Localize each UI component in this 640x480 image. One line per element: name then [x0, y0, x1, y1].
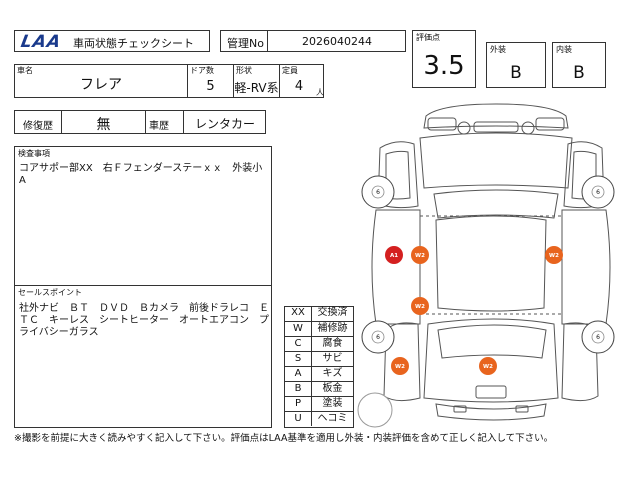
mgmt-no-value: 2026040244	[302, 35, 372, 48]
usage-history-value: レンタカー	[194, 117, 255, 131]
capacity-value: 4	[294, 79, 304, 94]
history-box: 修復歴 無 車歴 レンタカー	[14, 110, 266, 134]
legend-row: W 補修跡	[285, 321, 353, 336]
interior-label: 内装	[556, 45, 572, 54]
legend-code: U	[294, 413, 302, 424]
legend-desc: キズ	[322, 368, 343, 379]
legend-code: XX	[291, 307, 305, 318]
damage-mark-w2: W2	[549, 253, 559, 259]
legend-row: XX 交換済	[285, 306, 353, 321]
laa-logo: LAA	[19, 32, 63, 52]
tire-mark-rear-left: 6	[376, 334, 380, 341]
sales-point-label: セールスポイント	[18, 288, 82, 297]
inspection-text: コアサポー部XX 右Ｆフェンダーステーｘｘ 外装小A	[19, 163, 263, 186]
mgmt-no-label: 管理No	[227, 37, 264, 50]
score-label: 評価点	[416, 33, 440, 42]
legend-row: B 板金	[285, 381, 353, 396]
doors-label: ドア数	[190, 66, 214, 75]
footer-note: ※撮影を前提に大きく読みやすく記入して下さい。評価点はLAA基準を適用し外装・内…	[14, 433, 554, 444]
shape-label: 形状	[236, 66, 252, 75]
legend-code: C	[294, 338, 302, 349]
repair-history-label: 修復歴	[23, 121, 53, 132]
sheet-title: 車両状態チェックシート	[73, 37, 194, 50]
sales-point-text: 社外ナビ ＢＴ ＤＶＤ Ｂカメラ 前後ドラレコ ＥＴＣ キーレス シートヒーター…	[19, 303, 269, 338]
exterior-label: 外装	[490, 45, 506, 54]
legend-desc: 腐食	[322, 338, 343, 349]
damage-mark-w2: W2	[415, 304, 425, 310]
legend-desc: ヘコミ	[317, 413, 348, 424]
legend-row: C 腐食	[285, 336, 353, 351]
damage-mark-w2: W2	[395, 364, 405, 370]
car-name-value: フレア	[80, 77, 122, 93]
legend-desc: 補修跡	[317, 323, 348, 334]
exterior-value: B	[510, 63, 522, 83]
inspection-label: 検査事項	[18, 149, 50, 158]
car-name-label: 車名	[17, 66, 33, 75]
legend-code: P	[294, 398, 302, 409]
doors-value: 5	[206, 79, 215, 94]
legend-desc: 塗装	[322, 398, 343, 409]
tire-mark-front-right: 6	[596, 189, 600, 196]
interior-box: 内装 B	[552, 42, 606, 88]
capacity-unit: 人	[316, 88, 324, 97]
legend-desc: サビ	[322, 353, 343, 364]
legend-row: S サビ	[285, 351, 353, 366]
remarks-box: 検査事項 コアサポー部XX 右Ｆフェンダーステーｘｘ 外装小A セールスポイント…	[14, 146, 272, 428]
shape-value: 軽-RV系	[234, 81, 279, 95]
legend-desc: 板金	[322, 383, 343, 394]
legend-code: W	[293, 323, 303, 334]
legend-code: S	[294, 353, 302, 364]
mgmt-no-box: 管理No 2026040244	[220, 30, 406, 52]
car-damage-diagram: 6 6 6 6 A1 W2 W2 W2 W2 W2	[357, 103, 615, 428]
legend-table: XX 交換済 W 補修跡 C 腐食 S サビ A キズ B 板金 P 塗装 U ヘコミ	[284, 306, 354, 428]
legend-desc: 交換済	[317, 307, 348, 318]
score-box: 評価点 3.5	[412, 30, 476, 88]
header-title-box: LAA 車両状態チェックシート	[14, 30, 210, 52]
tire-mark-rear-right: 6	[596, 334, 600, 341]
tire-marks	[361, 175, 615, 354]
legend-row: P 塗装	[285, 396, 353, 411]
interior-value: B	[573, 63, 585, 83]
legend-code: B	[294, 383, 302, 394]
usage-history-label: 車歴	[149, 121, 169, 132]
score-value: 3.5	[423, 51, 465, 81]
legend-row: U ヘコミ	[285, 411, 353, 426]
spare-tire-circle	[357, 392, 393, 428]
repair-history-value: 無	[96, 117, 111, 133]
tire-mark-front-left: 6	[376, 189, 380, 196]
legend-code: A	[294, 368, 302, 379]
legend-row: A キズ	[285, 366, 353, 381]
damage-mark-w2: W2	[483, 364, 493, 370]
exterior-box: 外装 B	[486, 42, 546, 88]
capacity-label: 定員	[282, 66, 298, 75]
damage-mark-w2: W2	[415, 253, 425, 259]
vehicle-info-box: 車名 フレア ドア数 5 形状 軽-RV系 定員 4 人	[14, 64, 324, 98]
damage-mark-a1: A1	[390, 253, 398, 259]
